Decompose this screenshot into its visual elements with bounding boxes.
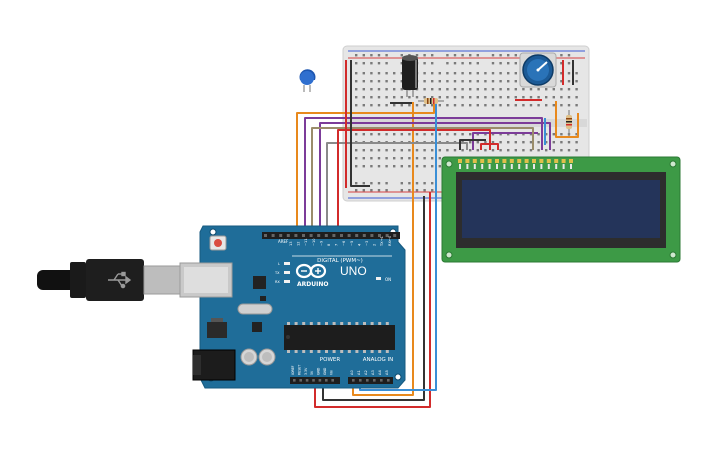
power-pin-label: Vin [329,370,333,375]
power-pin-label: GND [323,367,327,375]
analog-pin-label: A0 [350,370,354,375]
analog-in-label: ANALOG IN [363,357,394,363]
wire-orange-a0[interactable] [352,102,414,396]
power-pin-label: 3.3V [304,367,308,375]
power-header[interactable] [290,377,340,384]
digital-header[interactable] [262,232,400,239]
aref-label: AREF [278,239,289,244]
analog-header[interactable] [348,377,393,384]
digital-pin-label: ~6 [342,240,346,246]
wire-black-gnd[interactable] [322,196,425,401]
wire-red-5v[interactable] [314,192,431,408]
wires [296,60,579,408]
crystal-oscillator [237,303,273,315]
power-pin-label: 5V [310,370,314,375]
power-label: POWER [320,357,341,363]
atmega328-chip [284,322,395,353]
digital-pin-label: ~10 [312,238,316,246]
lcd-header-pins [458,159,573,169]
svg-text:TX: TX [274,271,280,275]
svg-text:RX: RX [275,280,280,284]
digital-pin-label: 8 [327,243,331,246]
power-pin-label: RESET [297,365,301,375]
power-pin-label: GND [317,367,321,375]
usb-symbol-icon [108,271,132,289]
svg-text:L: L [278,262,280,266]
power-pin-label: IOREF [291,365,295,375]
wire-tan-d9[interactable] [311,127,534,234]
usb-interface-chip [253,276,266,289]
digital-pin-label: 4 [357,243,361,246]
lcd-screen [462,180,660,238]
wire-gray-d8[interactable] [326,142,468,234]
digital-pin-label: ~3 [365,241,369,246]
potentiometer[interactable] [519,52,557,88]
digital-pin-label: RX←0 [388,235,392,246]
digital-pin-label: 12 [297,241,301,246]
resistor-1[interactable] [418,98,444,104]
on-label: ON [385,277,391,282]
electrolytic-capacitor[interactable] [402,55,418,97]
digital-pin-label: TX→1 [380,236,384,247]
voltage-regulator [207,318,227,338]
usb-port[interactable] [179,262,233,298]
wire-black-lcd-gnd[interactable] [459,139,486,150]
wire-orange-d12[interactable] [296,100,435,234]
board-capacitors [240,348,276,366]
uno-model-label: UNO [340,264,367,278]
digital-pin-label: ~9 [319,240,323,246]
digital-pin-label: ~11 [304,238,308,246]
resistor-2[interactable] [566,110,572,136]
power-jack-icon[interactable] [192,349,236,381]
digital-pin-label: 7 [335,244,339,246]
analog-pin-label: A5 [385,370,389,375]
arduino-logo-icon [295,263,327,279]
analog-pin-label: A1 [357,370,361,375]
digital-pwm-label: DIGITAL (PWM~) [317,258,363,264]
analog-pin-label: A3 [371,370,375,375]
piezo-buzzer-icon[interactable] [299,69,316,92]
usb-cable-icon[interactable] [37,259,181,301]
wire-purple-lcd-rs[interactable] [472,132,538,150]
wire-orange-lcd[interactable] [555,101,579,138]
wire-red-d7[interactable] [337,129,491,234]
status-leds: L TX RX [274,262,290,284]
digital-pin-label: 13 [289,241,293,246]
arduino-brand-label: ARDUINO [297,281,328,288]
wire-black-rail[interactable] [350,60,370,187]
lcd-16x2[interactable] [441,156,681,263]
reset-button[interactable] [209,235,227,251]
on-led [376,277,381,280]
analog-pin-label: A4 [378,370,382,375]
digital-pin-label: ~5 [350,241,354,246]
analog-pin-label: A2 [364,370,368,375]
wire-red-lcd[interactable] [480,143,499,150]
digital-pin-label: 2 [373,244,377,246]
wire-purple-d11[interactable] [304,117,543,234]
